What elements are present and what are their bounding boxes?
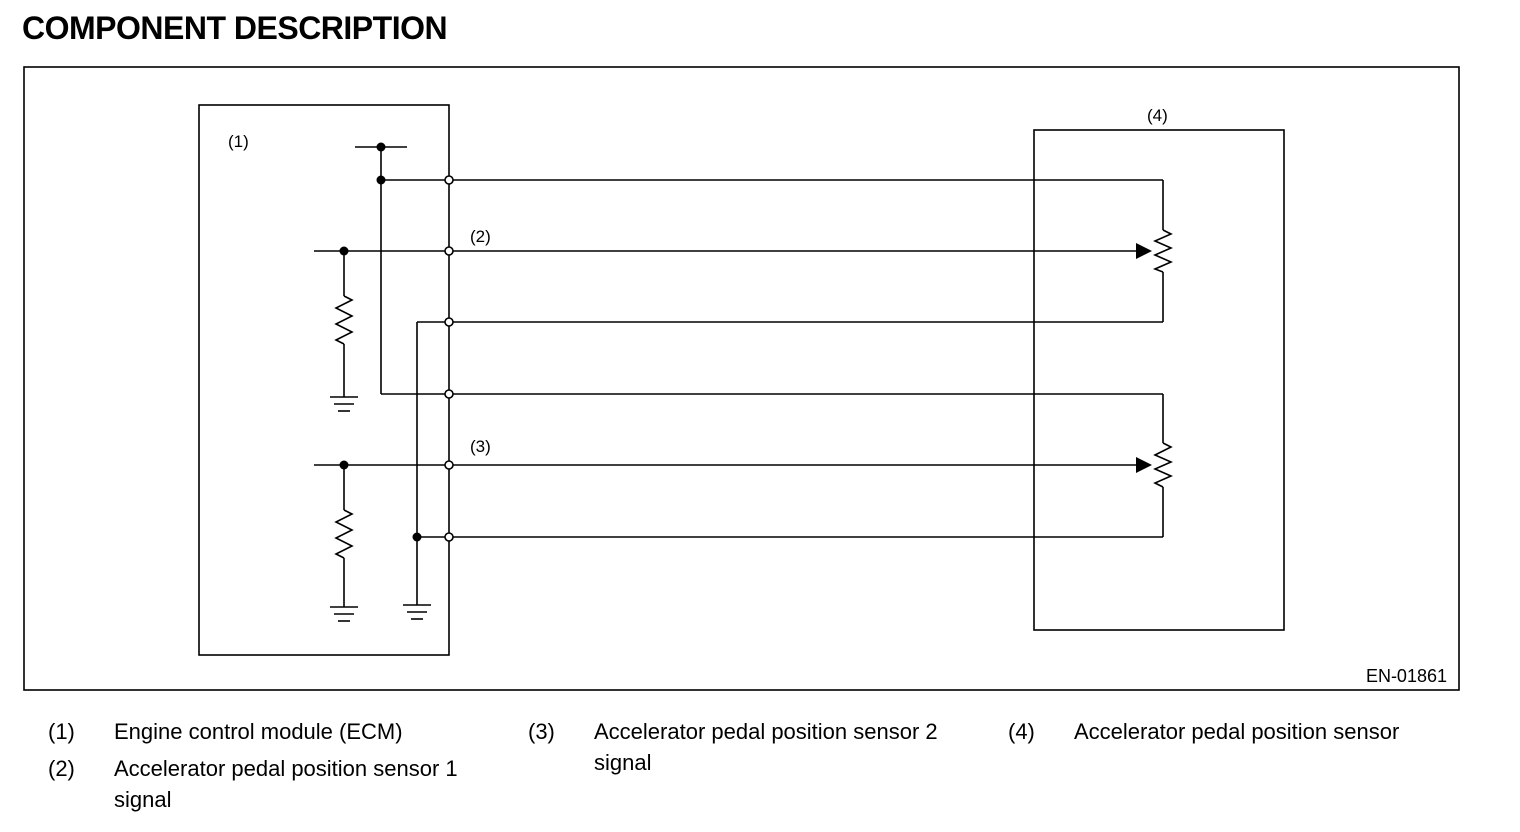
wiper-arrow-1 xyxy=(1136,243,1152,259)
ecm-box xyxy=(198,104,450,656)
legend-number: (4) xyxy=(1008,719,1035,744)
legend-number: (3) xyxy=(528,719,555,744)
legend-text: Engine control module (ECM) xyxy=(114,719,403,744)
figure-id: EN-01861 xyxy=(1366,666,1447,686)
potentiometer-2 xyxy=(1153,442,1173,488)
label-signal-2: (3) xyxy=(470,437,491,456)
legend-text: Accelerator pedal position sensor 2 sign… xyxy=(594,719,938,775)
legend-number: (2) xyxy=(48,756,75,781)
diagram-frame xyxy=(23,66,1460,691)
terminal xyxy=(444,460,454,470)
page-title: COMPONENT DESCRIPTION xyxy=(22,10,448,46)
potentiometer-1 xyxy=(1152,229,1173,273)
terminal xyxy=(444,389,454,399)
terminal xyxy=(444,246,454,256)
terminal xyxy=(444,532,454,542)
pulldown-resistor-2 xyxy=(334,509,354,559)
label-signal-1: (2) xyxy=(470,227,491,246)
label-ecm: (1) xyxy=(228,132,249,151)
label-sensor: (4) xyxy=(1147,106,1168,125)
legend-number: (1) xyxy=(48,719,75,744)
legend-text: Accelerator pedal position sensor 1 sign… xyxy=(114,756,458,812)
wiper-arrow-2 xyxy=(1136,457,1152,473)
legend-text: Accelerator pedal position sensor xyxy=(1074,719,1400,744)
pulldown-resistor-1 xyxy=(334,295,354,345)
terminal xyxy=(444,317,454,327)
sensor-box xyxy=(1033,129,1285,631)
terminal xyxy=(444,175,454,185)
